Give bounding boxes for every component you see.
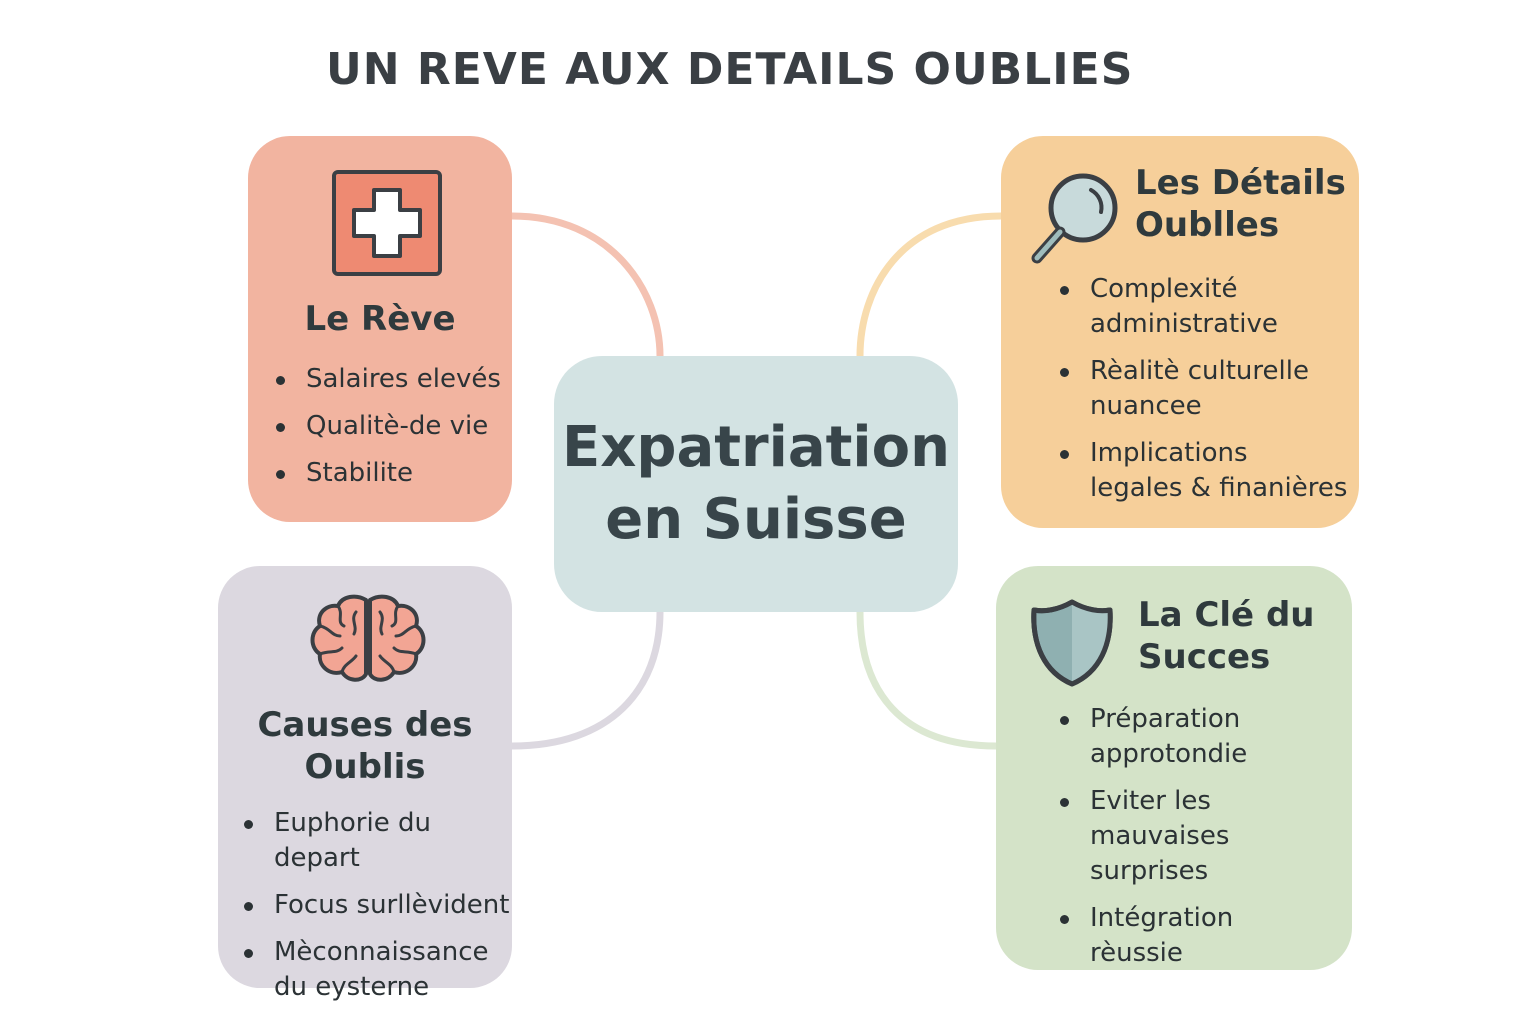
list-item-line: Intégration (1090, 903, 1234, 933)
node-title: Le Rève (304, 299, 456, 339)
list-item: Euphorie du depart (244, 806, 512, 876)
node-cle-du-succes: La Clé du Succes Préparation approtondie… (996, 566, 1352, 970)
list-item: Préparation approtondie (1060, 702, 1352, 772)
list-item: Focus surllèvident (244, 888, 512, 923)
node-item-list: Euphorie du depart Focus surllèvident Mè… (244, 806, 512, 1017)
list-item-line: Mèconnaissance (274, 937, 489, 967)
node-item-list: Complexité administrative Rèalitè cultur… (1059, 272, 1348, 518)
node-title-line: La Clé du (1138, 595, 1315, 635)
connector-reve (511, 212, 664, 357)
brain-icon (306, 592, 430, 688)
list-item-line: Préparation (1090, 704, 1241, 734)
node-title-line: Oublles (1135, 205, 1280, 245)
list-item-line: legales & finanières (1090, 473, 1348, 503)
node-details-oublies: Les Détails Oublles Complexité administr… (1001, 136, 1359, 528)
list-item: Qualitè-de vie (276, 409, 501, 444)
list-item-line: mauvaises surprises (1090, 821, 1230, 886)
list-item: Salaires elevés (276, 362, 501, 397)
list-item-line: rèussie (1090, 938, 1183, 968)
connector-cle (856, 611, 997, 750)
list-item: Rèalitè culturelle nuancee (1059, 354, 1347, 424)
list-item-line: Complexité (1090, 274, 1238, 304)
connector-details (856, 212, 1002, 357)
list-item: Stabilite (276, 456, 501, 491)
list-item-line: Focus surllèvident (274, 890, 510, 920)
list-item-line: administrative (1090, 309, 1278, 339)
node-le-reve: Le Rève Salaires elevés Qualitè-de vie S… (248, 136, 512, 522)
node-causes-oublis: Causes des Oublis Euphorie du depart Foc… (218, 566, 512, 1002)
node-title-line: Les Détails (1135, 163, 1346, 203)
list-item: Eviter les mauvaises surprises (1060, 784, 1352, 889)
list-item-line: Implications (1090, 438, 1248, 468)
list-item: Intégration rèussie (1060, 901, 1352, 971)
node-title-line: Succes (1138, 637, 1271, 677)
node-title: Causes des Oublis (218, 704, 512, 788)
node-title-line: Oublis (304, 747, 426, 787)
list-item-line: approtondie (1090, 739, 1248, 769)
central-node: Expatriation en Suisse (554, 356, 958, 612)
list-item-line: Rèalitè culturelle (1090, 356, 1309, 386)
node-title-line: Causes des (257, 705, 473, 745)
list-item-line: Eviter les (1090, 786, 1211, 816)
swiss-cross-icon (332, 170, 442, 280)
list-item: Implications legales & finanières (1059, 436, 1348, 506)
node-item-list: Salaires elevés Qualitè-de vie Stabilite (276, 362, 501, 491)
shield-icon (1030, 598, 1114, 692)
node-title: Les Détails Oublles (1135, 162, 1346, 246)
central-node-label: Expatriation en Suisse (562, 415, 950, 552)
list-item-line: du eysterne (274, 972, 430, 1002)
connector-causes (511, 611, 664, 750)
list-item: Complexité administrative (1059, 272, 1347, 342)
list-item-line: nuancee (1090, 391, 1202, 421)
list-item-line: Euphorie du depart (274, 808, 431, 873)
node-item-list: Préparation approtondie Eviter les mauva… (1060, 702, 1352, 983)
page-title: UN REVE AUX DETAILS OUBLIES (326, 44, 1134, 95)
magnifier-icon (1031, 170, 1123, 270)
node-title: La Clé du Succes (1138, 594, 1315, 678)
list-item: Mèconnaissance du eysterne (244, 935, 512, 1005)
